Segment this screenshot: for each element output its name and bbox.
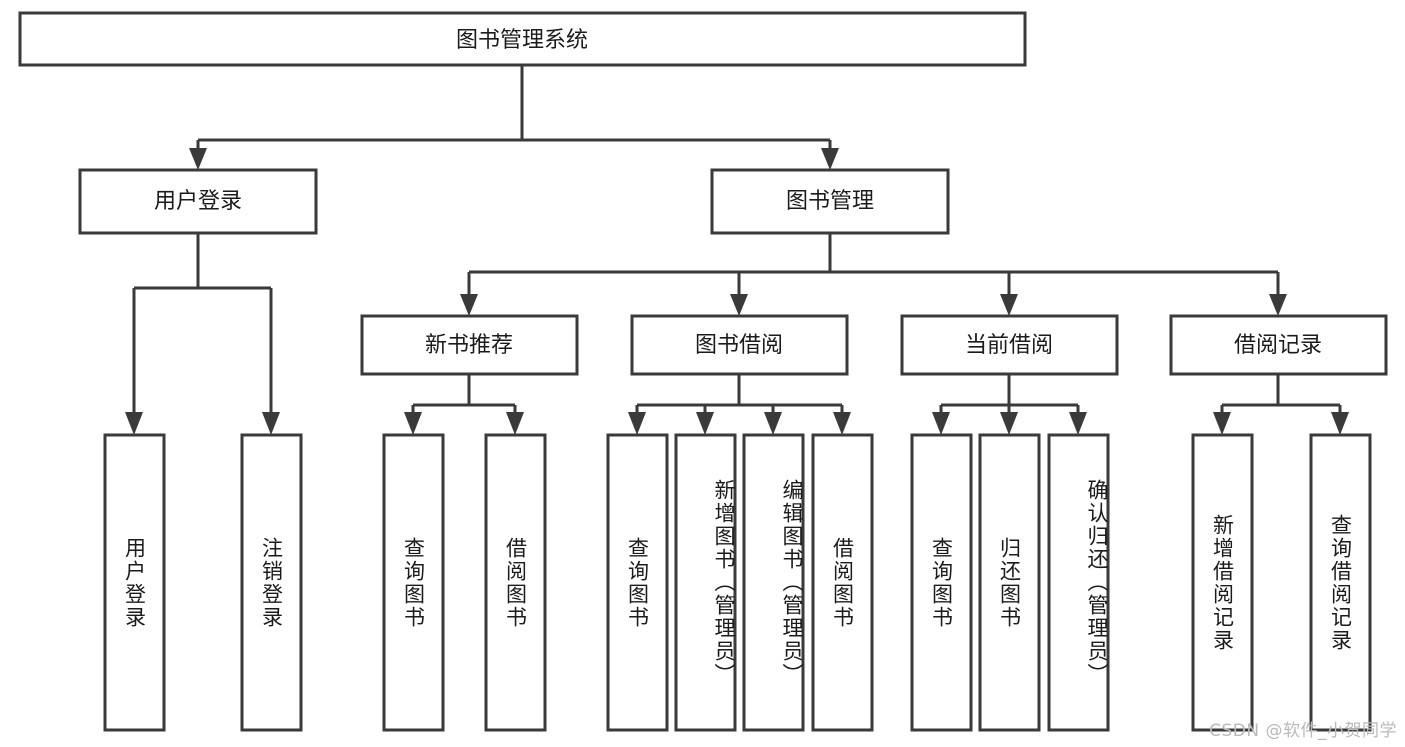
arrow-to-leaf-add-record [1213,412,1231,435]
node-leaf-query-record[interactable] [1309,433,1372,732]
node-leaf-user-logout[interactable] [240,433,303,732]
node-leaf-query-book-3[interactable] [910,433,973,732]
node-leaf-edit-book[interactable] [742,433,805,732]
node-new-book-recommend[interactable] [360,314,579,376]
arrow-to-leaf-query-book-1 [404,412,422,435]
node-user-login-label: 用户登录 [154,189,242,214]
arrow-to-leaf-user-login [125,412,143,435]
node-current-borrow-label: 当前借阅 [965,333,1053,358]
node-book-manage-label: 图书管理 [786,189,874,214]
node-leaf-user-login[interactable] [103,433,166,732]
node-leaf-borrow-book-1[interactable] [484,433,547,732]
arrow-to-user-login [189,148,207,170]
arrow-to-leaf-add-book [696,412,714,435]
node-leaf-add-book[interactable] [674,433,737,732]
arrow-to-recommend [460,294,478,316]
node-book-manage[interactable] [710,168,950,235]
node-book-borrow[interactable] [630,314,849,376]
node-root-label: 图书管理系统 [456,28,588,53]
node-user-login[interactable] [78,168,318,235]
node-leaf-confirm-return[interactable] [1047,433,1110,732]
arrow-to-leaf-borrow-book-1 [506,412,524,435]
arrow-to-leaf-query-book-2 [628,412,646,435]
node-leaf-return-book[interactable] [978,433,1041,732]
node-root[interactable] [18,11,1027,67]
edges-group [125,65,1349,435]
node-leaf-borrow-book-2[interactable] [811,433,874,732]
node-new-book-recommend-label: 新书推荐 [425,333,513,358]
arrow-to-borrow [730,294,748,316]
arrow-to-leaf-return-book [1000,412,1018,435]
arrow-to-leaf-borrow-book-2 [833,412,851,435]
arrow-to-record [1269,294,1287,316]
arrow-to-leaf-query-book-3 [932,412,950,435]
arrow-to-current [1000,294,1018,316]
arrow-to-leaf-confirm-return [1069,412,1087,435]
node-leaf-query-book-2[interactable] [606,433,669,732]
arrow-to-book-manage [821,148,839,170]
node-book-borrow-label: 图书借阅 [695,333,783,358]
csdn-watermark: CSDN @软件_小贺同学 [1209,721,1397,741]
node-leaf-add-record[interactable] [1191,433,1254,732]
arrow-to-leaf-edit-book [764,412,782,435]
arrow-to-leaf-user-logout [262,412,280,435]
node-leaf-query-book-1[interactable] [382,433,445,732]
nodes-group: 图书管理系统 用户登录 图书管理 新书推荐 图书借阅 当前借阅 借阅记录 [18,11,1388,732]
node-borrow-record-label: 借阅记录 [1234,333,1322,358]
node-current-borrow[interactable] [900,314,1119,376]
node-borrow-record[interactable] [1169,314,1388,376]
arrow-to-leaf-query-record [1331,412,1349,435]
